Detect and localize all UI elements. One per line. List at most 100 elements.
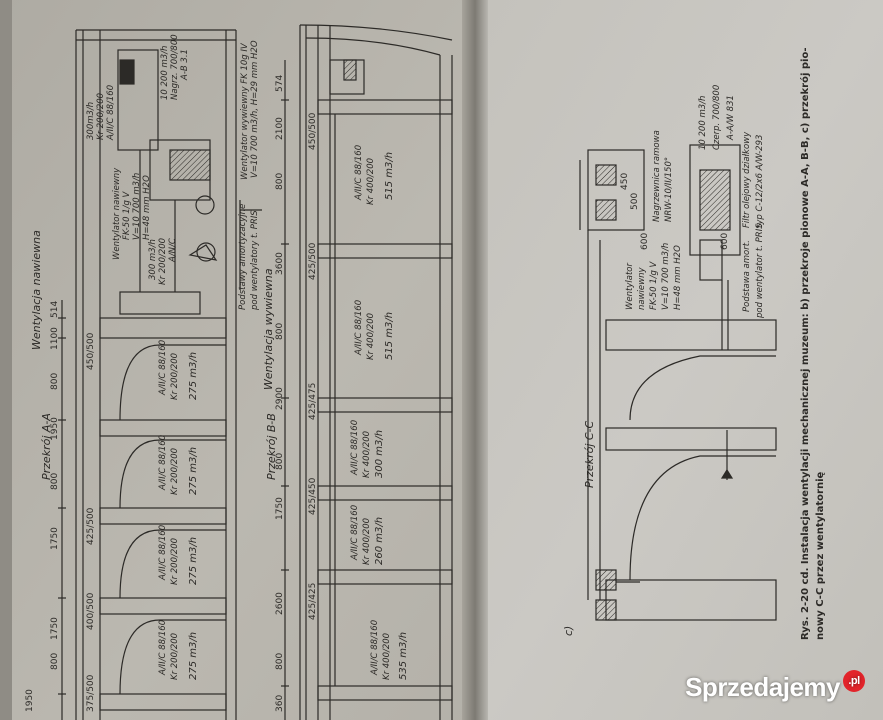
grille-b-5-kr: Kr 400/200	[382, 632, 392, 680]
filter-line-1: Filtr olejowy działkowy	[742, 131, 752, 228]
dim-b-0: 574	[275, 74, 285, 92]
c-fan-line-1: Wentylator	[625, 263, 635, 310]
dim-b-14: 800	[275, 652, 285, 670]
grille-b-1-type: A/II/C 88/160	[354, 144, 364, 200]
grille-a-3-type: A/II/C 88/160	[158, 524, 168, 580]
dim-a-10: 800	[50, 652, 60, 670]
mount-line-2: pod wentylatory t. PRIS	[250, 210, 260, 310]
dim-a-5: 800	[50, 472, 60, 490]
airflow-b-3: 300 m3/h	[374, 429, 385, 478]
dim-b-12: 2600	[275, 592, 285, 615]
c-dim-450: 450	[620, 172, 630, 190]
airflow-a-4: 275 m3/h	[188, 631, 199, 680]
dim-a-6: 1750	[50, 527, 60, 550]
airflow-b-1: 515 m3/h	[384, 151, 395, 200]
mount-line-1: Podstawy amortyzacyjne	[238, 203, 248, 310]
right-page	[478, 0, 883, 720]
grille-a-1-type: A/II/C 88/160	[158, 339, 168, 395]
dim-b-8: 425/475	[308, 382, 318, 420]
dim-b-4: 3600	[275, 252, 285, 275]
grille-b-2-kr: Kr 400/200	[366, 312, 376, 360]
fan-exhaust-line-1: Wentylator wywiewny FK 10g IV	[240, 43, 250, 180]
section-c-letter: c)	[562, 625, 575, 636]
c-fan-line-5: H=48 mm H2O	[673, 245, 683, 310]
c-fan-line-4: V=10 700 m3/h	[661, 242, 671, 310]
figure-caption-line-1: Rys. 2-20 cd. Instalacja wentylacji mech…	[800, 47, 811, 641]
airflow-a-2: 275 m3/h	[188, 446, 199, 495]
dim-b-10: 1750	[275, 497, 285, 520]
top-left-grille: A/II/C 88/160	[106, 84, 116, 140]
dim-a-9: 400/500	[86, 592, 96, 630]
fan-exhaust-line-2: V=10 700 m3/h, H=29 mm H2O	[250, 40, 260, 178]
dim-b-7: 2900	[275, 387, 285, 410]
grille-a-2-kr: Kr 200/200	[170, 447, 180, 495]
grille-b-1-kr: Kr 400/200	[366, 157, 376, 205]
page-edge-left	[0, 0, 12, 720]
dim-a-12: 1950	[25, 689, 35, 712]
c-fan-line-2: nawiewny	[637, 267, 647, 310]
flow-300-label: 300 m3/h	[148, 239, 158, 280]
book-gutter	[462, 0, 488, 720]
grille-a-2-type: A/II/C 88/160	[158, 434, 168, 490]
dim-a-7: 425/500	[86, 507, 96, 545]
dim-a-2: 800	[50, 372, 60, 390]
grille-a-4-kr: Kr 200/200	[170, 632, 180, 680]
fan-supply-line-4: H=48 mm H2O	[142, 175, 152, 240]
left-page	[0, 0, 478, 720]
section-a-title: Wentylacja nawiewna	[30, 230, 43, 350]
fan-supply-line-1: Wentylator nawiewny	[112, 167, 122, 260]
c-mount-line-2: pod wentylator t. PRIS	[755, 223, 765, 318]
c-box-line-3: A-A/W 831	[726, 95, 736, 140]
grille-b-4-type: A/II/C 88/160	[350, 504, 360, 560]
c-mount-line-1: Podstawa amort.	[742, 240, 752, 312]
airflow-a-1: 275 m3/h	[188, 351, 199, 400]
grille-b-2-type: A/II/C 88/160	[354, 299, 364, 355]
dim-a-4: 450/500	[86, 332, 96, 370]
grille-b-5-type: A/II/C 88/160	[370, 619, 380, 675]
section-b-title: Wentylacja wywiewna	[262, 268, 275, 390]
dim-a-3: 1950	[50, 417, 60, 440]
top-box-line-1: 10 200 m3/h	[160, 45, 170, 100]
dim-b-5: 425/500	[308, 242, 318, 280]
figure-caption-line-2: nowy C-C przez wentylatornię	[815, 471, 826, 640]
c-box-line-2: Czerp. 700/800	[712, 84, 722, 150]
fan-supply-line-3: V=10 700 m3/h	[132, 172, 142, 240]
right-drawing	[579, 144, 777, 621]
dim-a-1: 1100	[50, 327, 60, 350]
dim-a-11: 375/500	[86, 674, 96, 712]
c-dim-500: 500	[630, 192, 640, 210]
left-drawing	[58, 24, 453, 720]
c-dim-600: 600	[640, 232, 650, 250]
airflow-b-4: 260 m3/h	[374, 516, 385, 565]
kr-top-label: Kr 200/200	[158, 237, 168, 285]
c-box-line-1: 10 200 m3/h	[698, 95, 708, 150]
top-box-line-2: Nagrz. 700/800	[170, 34, 180, 100]
airflow-a-3: 275 m3/h	[188, 536, 199, 585]
dim-a-0: 514	[50, 300, 60, 318]
c-dim-600b: 600	[720, 232, 730, 250]
anvic-label: A/N/C	[168, 238, 178, 262]
grille-b-3-kr: Kr 400/200	[362, 430, 372, 478]
grille-a-1-kr: Kr 200/200	[170, 352, 180, 400]
section-c-label: Przekrój C-C	[583, 420, 596, 488]
filter-line-2: typ C-12/2x6 A/W-293	[755, 134, 765, 228]
fan-supply-line-2: FK-50 1/g V	[122, 191, 132, 240]
dim-b-6: 800	[275, 322, 285, 340]
dim-b-1: 2100	[275, 117, 285, 140]
grille-a-3-kr: Kr 200/200	[170, 537, 180, 585]
grille-b-3-type: A/II/C 88/160	[350, 419, 360, 475]
dim-b-9: 800	[275, 452, 285, 470]
dim-a-8: 1750	[50, 617, 60, 640]
airflow-b-5: 535 m3/h	[398, 631, 409, 680]
watermark-badge: .pl	[843, 670, 865, 692]
top-box-line-3: A-B 3.1	[180, 49, 190, 80]
grille-a-4-type: A/II/C 88/160	[158, 619, 168, 675]
dim-b-15: 360	[275, 694, 285, 712]
heater-line-2: NRW-10/II/150°	[664, 156, 674, 222]
airflow-b-2: 515 m3/h	[384, 311, 395, 360]
top-left-flow: 300m3/h	[86, 101, 96, 140]
watermark-text: Sprzedajemy	[685, 671, 840, 702]
watermark-logo: Sprzedajemy .pl	[685, 670, 865, 704]
dim-b-2: 800	[275, 172, 285, 190]
